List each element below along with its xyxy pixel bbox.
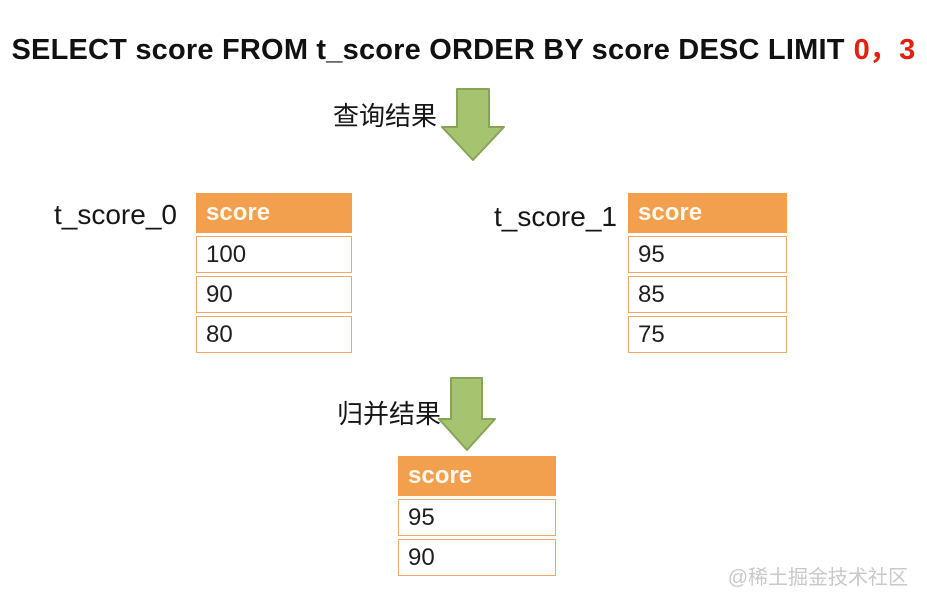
table-header-cell: score: [628, 193, 787, 233]
down-arrow-icon: [441, 88, 505, 161]
down-arrow-icon: [438, 377, 496, 451]
table-header-cell: score: [398, 456, 556, 496]
table-cell: 80: [196, 316, 352, 353]
watermark-text: @稀土掘金技术社区: [727, 567, 908, 589]
sql-statement-title: SELECT score FROM t_score ORDER BY score…: [0, 26, 927, 68]
table-header-cell: score: [196, 193, 352, 233]
table-cell: 95: [628, 236, 787, 273]
table-cell: 95: [398, 499, 556, 536]
sql-limit-args: 0，3: [853, 34, 916, 66]
table-cell: 75: [628, 316, 787, 353]
table-name-t-score-1: t_score_1: [494, 201, 617, 232]
table-cell: 90: [398, 539, 556, 576]
table-cell: 100: [196, 236, 352, 273]
merge-result-label: 归并结果: [337, 399, 442, 429]
sql-statement-text: SELECT score FROM t_score ORDER BY score…: [11, 34, 845, 66]
table-cell: 85: [628, 276, 787, 313]
query-result-label: 查询结果: [333, 101, 438, 131]
table-name-t-score-0: t_score_0: [54, 199, 177, 230]
table-cell: 90: [196, 276, 352, 313]
